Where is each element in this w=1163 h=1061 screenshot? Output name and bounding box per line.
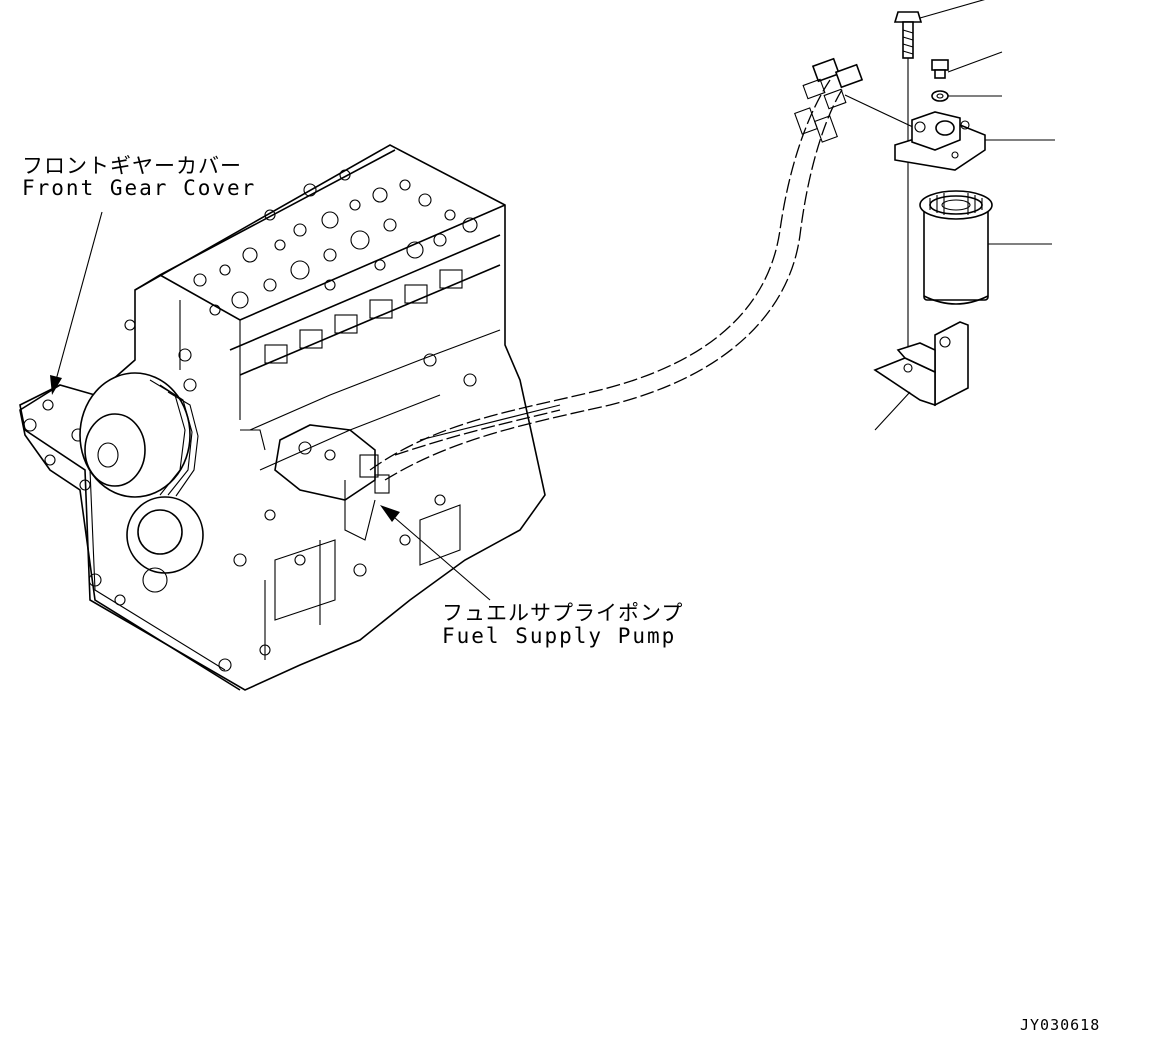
- fuel-supply-pump-label-en: Fuel Supply Pump: [442, 624, 677, 648]
- fuel-hoses: [369, 57, 916, 481]
- callout-leaders: [874, 0, 1055, 431]
- drawing-code: JY030618: [1020, 1016, 1101, 1034]
- bolt: [893, 11, 923, 59]
- plug: [931, 59, 949, 79]
- fuel-supply-pump-leader: [380, 505, 491, 601]
- filter-head: [894, 111, 986, 171]
- fuel-filter-cartridge: [919, 190, 993, 305]
- front-gear-cover-label-jp: フロントギヤーカバー: [22, 154, 242, 178]
- front-gear-cover-leader: [50, 211, 103, 395]
- washer: [931, 90, 949, 102]
- front-gear-cover-label-en: Front Gear Cover: [22, 176, 257, 200]
- engine-block-drawing: [19, 144, 546, 691]
- fuel-supply-pump-label-jp: フュエルサプライポンプ: [442, 601, 684, 625]
- filter-bracket: [873, 321, 969, 407]
